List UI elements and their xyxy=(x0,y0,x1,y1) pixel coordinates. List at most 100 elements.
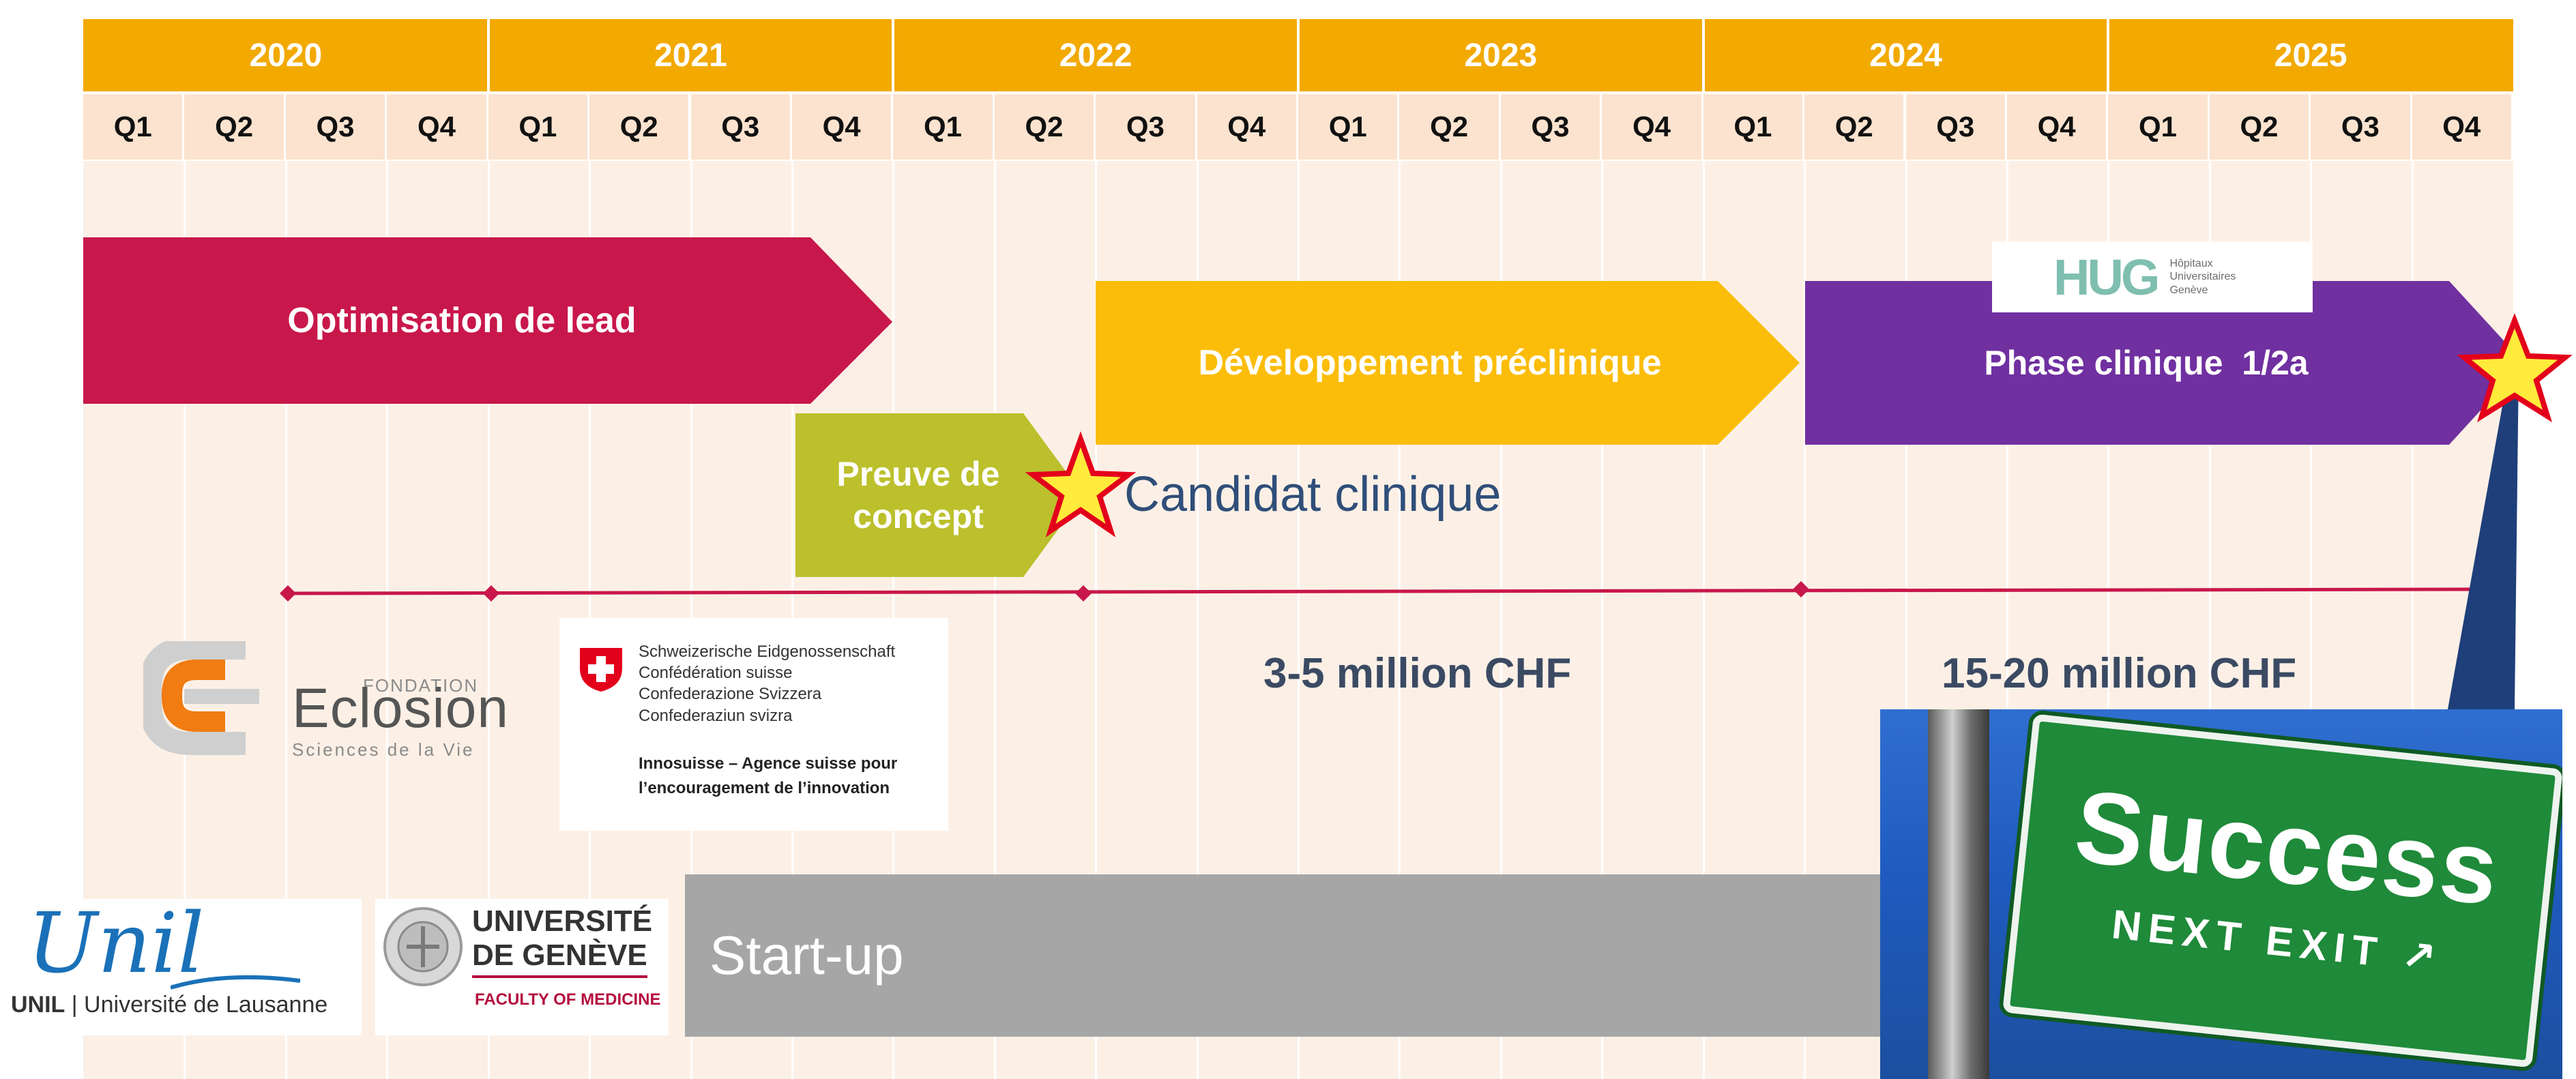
year-separator xyxy=(2107,19,2110,91)
innosuisse-line: Confédération suisse xyxy=(639,664,793,683)
year-label: 2024 xyxy=(1869,37,1942,74)
quarter-label: Q2 xyxy=(1399,94,1501,160)
grid-column-line xyxy=(2310,161,2313,1079)
quarter-label: Q3 xyxy=(2311,94,2412,160)
quarter-label: Q1 xyxy=(1703,94,1805,160)
startup-bar: Start-up xyxy=(685,874,1988,1037)
timeline-diamond xyxy=(1075,585,1092,602)
success-callout xyxy=(2448,368,2519,709)
year-label: 2021 xyxy=(654,37,727,74)
grid-column-line xyxy=(1702,161,1705,1079)
quarter-label: Q4 xyxy=(791,94,894,160)
quarter-label: Q2 xyxy=(994,94,1096,160)
grid-column-line xyxy=(2107,161,2110,1079)
quarter-label: Q4 xyxy=(2412,94,2513,160)
innosuisse-agency-2: l’encouragement de l’innovation xyxy=(639,779,890,797)
candidate-milestone-label: Candidat clinique xyxy=(1124,467,1502,522)
quarter-label: Q3 xyxy=(1096,94,1197,160)
grid-column-line xyxy=(184,161,186,1079)
year-separator xyxy=(1297,19,1300,91)
eclosion-logo: FONDATION Eclosion Sciences de la Vie xyxy=(143,641,508,760)
unige-line2: DE GENÈVE xyxy=(472,938,647,978)
unil-script: Unil xyxy=(27,895,205,992)
grid-column-line xyxy=(1601,161,1604,1079)
grid-column-line xyxy=(1298,161,1300,1079)
phase-arrow-preclinical xyxy=(1096,281,1800,445)
startup-label: Start-up xyxy=(709,925,904,986)
quarter-label: Q1 xyxy=(488,94,590,160)
timeline-diamond xyxy=(280,585,296,602)
phase-arrow-proof-of-concept xyxy=(795,413,1083,577)
candidate-star-icon xyxy=(1025,431,1137,537)
quarter-label: Q2 xyxy=(184,94,286,160)
swiss-shield-icon xyxy=(580,648,622,692)
quarter-label: Q3 xyxy=(690,94,792,160)
unil-logo: Unil UNIL | Université de Lausanne xyxy=(0,895,362,1035)
grid-column-line xyxy=(1499,161,1502,1079)
grid-column-line xyxy=(1399,161,1401,1079)
eclosion-name: Eclosion xyxy=(292,677,509,739)
year-label: 2020 xyxy=(249,37,323,74)
unige-line1: UNIVERSITÉ xyxy=(472,904,653,938)
quarter-label: Q2 xyxy=(2209,94,2311,160)
phase-label-clinical: Phase clinique 1/2a xyxy=(1984,343,2309,382)
funding-clinical: 15-20 million CHF xyxy=(1942,650,2297,697)
unige-seal-icon xyxy=(383,907,463,986)
grid-column-line xyxy=(2208,161,2211,1079)
hug-mark: HUG xyxy=(2053,248,2160,306)
grid-column-line xyxy=(2006,161,2008,1079)
unige-line3: FACULTY OF MEDICINE xyxy=(475,990,661,1009)
sign-pole xyxy=(1928,709,1989,1079)
success-sign-image: Success NEXT EXIT ↗ xyxy=(1880,709,2562,1079)
hug-logo: HUG Hôpitaux Universitaires Genève xyxy=(1992,241,2313,312)
phase-arrow-lead-optimisation xyxy=(83,237,892,404)
unige-logo: UNIVERSITÉ DE GENÈVE FACULTY OF MEDICINE xyxy=(375,899,669,1035)
grid-column-line xyxy=(1196,161,1199,1079)
quarter-label: Q2 xyxy=(589,94,691,160)
grid-column-line xyxy=(1095,161,1098,1079)
innosuisse-line: Schweizerische Eidgenossenschaft xyxy=(639,642,896,661)
innosuisse-line: Confederazione Svizzera xyxy=(639,685,822,704)
final-star-icon xyxy=(2457,312,2573,423)
quarter-label: Q4 xyxy=(387,94,488,160)
unil-caption-text: | Université de Lausanne xyxy=(65,992,328,1018)
quarter-label: Q1 xyxy=(893,94,995,160)
quarter-label: Q3 xyxy=(1500,94,1602,160)
grid-column-line xyxy=(386,161,389,1079)
innosuisse-line: Confederaziun svizra xyxy=(639,706,793,725)
quarter-label: Q1 xyxy=(1298,94,1400,160)
timeline-diamond xyxy=(1793,581,1809,597)
phase-label-proof-of-concept: Preuve de concept xyxy=(836,454,1000,536)
year-separator xyxy=(1701,19,1705,91)
eclosion-mark-icon xyxy=(143,641,259,755)
unil-swoosh-icon xyxy=(171,975,301,990)
phase-label-preclinical: Développement préclinique xyxy=(1198,342,1662,383)
eclosion-small: FONDATION xyxy=(363,675,479,696)
sign-board: Success NEXT EXIT ↗ xyxy=(2002,713,2562,1068)
grid-column-line xyxy=(284,161,287,1079)
year-label: 2022 xyxy=(1059,37,1132,74)
timeline-line xyxy=(287,587,2477,595)
quarter-label: Q2 xyxy=(1804,94,1906,160)
quarter-label: Q3 xyxy=(285,94,387,160)
grid-column-line xyxy=(993,161,996,1079)
timeline-diamond xyxy=(483,585,499,602)
unil-caption-bold: UNIL xyxy=(11,992,65,1018)
quarter-label: Q4 xyxy=(1602,94,1703,160)
funding-preclinical: 3-5 million CHF xyxy=(1263,650,1572,697)
quarter-label: Q1 xyxy=(83,94,185,160)
year-separator xyxy=(486,19,490,91)
year-separator xyxy=(892,19,895,91)
hug-text: Hôpitaux Universitaires Genève xyxy=(2169,258,2236,296)
year-label: 2025 xyxy=(2274,37,2347,74)
quarter-label: Q4 xyxy=(1197,94,1298,160)
grid-column-line xyxy=(2411,161,2414,1079)
phase-label-lead-optimisation: Optimisation de lead xyxy=(287,300,636,340)
year-label: 2023 xyxy=(1464,37,1538,74)
innosuisse-agency: Innosuisse – Agence suisse pour xyxy=(639,754,898,773)
phase-arrow-clinical xyxy=(1805,281,2524,445)
